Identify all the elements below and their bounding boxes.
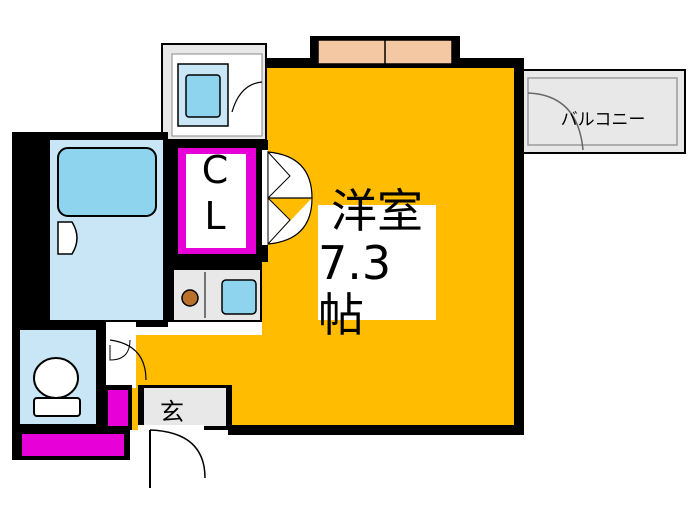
- room-bottom-wall: [228, 425, 524, 435]
- shoe-cabinet: [108, 390, 128, 426]
- toilet-icon: [33, 357, 79, 399]
- storage: [22, 434, 124, 456]
- kitchen: [168, 262, 262, 322]
- closet: [168, 140, 313, 262]
- balcony-area: [519, 69, 686, 154]
- hallway: [96, 322, 147, 388]
- western-room-label: 洋室 7.3帖: [318, 185, 436, 341]
- bathtub-icon: [57, 147, 157, 217]
- wash-area: [161, 43, 267, 141]
- entrance: [138, 385, 232, 488]
- stove-icon: [181, 289, 199, 307]
- western-room-name: 洋室: [331, 183, 423, 238]
- balcony-label: バルコニー: [560, 109, 646, 130]
- left-wall: [12, 132, 42, 327]
- window: [310, 36, 460, 65]
- entrance-label: 玄: [160, 397, 184, 426]
- room-right-wall: [514, 58, 524, 435]
- sink-icon: [221, 279, 257, 315]
- closet-label-c: C: [201, 148, 229, 192]
- closet-label-l: L: [204, 194, 226, 238]
- western-room-size: 7.3帖: [318, 235, 392, 342]
- toilet-room: [12, 322, 102, 432]
- washbasin-icon: [185, 74, 221, 118]
- bathroom: [40, 132, 168, 327]
